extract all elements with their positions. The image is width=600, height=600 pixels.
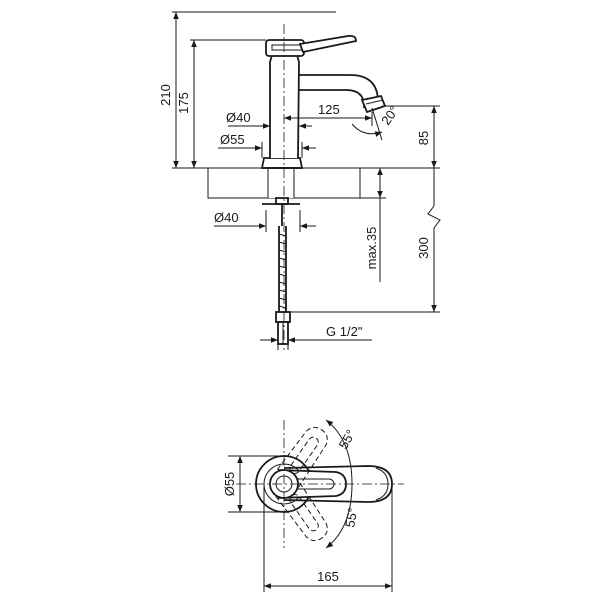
label-base-diameter: Ø55 — [220, 132, 245, 147]
label-overall-length: 165 — [317, 569, 339, 584]
dim-spout-height: 175 — [176, 39, 266, 168]
dim-max-countertop: max.35 — [360, 168, 386, 282]
dim-lever-angle-bottom: 55° — [325, 483, 360, 549]
label-connection-thread: G 1/2" — [326, 324, 363, 339]
dim-spout-reach: 125 — [284, 102, 373, 126]
dim-hose-length: 300 — [290, 168, 441, 313]
dim-base-diameter-top: Ø55 — [222, 455, 284, 513]
dim-spout-clearance: 85 — [360, 105, 440, 169]
dim-overall-length: 165 — [263, 486, 393, 592]
label-overall-height: 210 — [158, 84, 173, 106]
label-spout-reach: 125 — [318, 102, 340, 117]
label-max-countertop: max.35 — [364, 227, 379, 270]
dim-connection-thread: G 1/2" — [260, 324, 372, 350]
dim-body-diameter: Ø40 — [226, 110, 312, 132]
label-lever-angle-bottom: 55° — [342, 507, 360, 529]
lever-position-down — [272, 475, 328, 542]
top-view: 55° 55° Ø55 165 — [222, 419, 404, 592]
label-spout-height: 175 — [176, 92, 191, 114]
label-body-diameter: Ø40 — [226, 110, 251, 125]
label-spout-clearance: 85 — [416, 131, 431, 145]
label-lever-angle-top: 55° — [336, 427, 359, 452]
dim-overall-height: 210 — [158, 11, 336, 169]
lever-position-up — [272, 426, 328, 493]
dim-base-diameter: Ø55 — [218, 132, 316, 158]
spout-outline-top — [283, 465, 393, 503]
label-base-diameter-top: Ø55 — [222, 472, 237, 497]
side-view: 210 175 Ø40 Ø55 125 — [158, 11, 441, 350]
label-hose-length: 300 — [416, 237, 431, 259]
dim-shank-diameter: Ø40 — [214, 210, 316, 232]
label-shank-diameter: Ø40 — [214, 210, 239, 225]
